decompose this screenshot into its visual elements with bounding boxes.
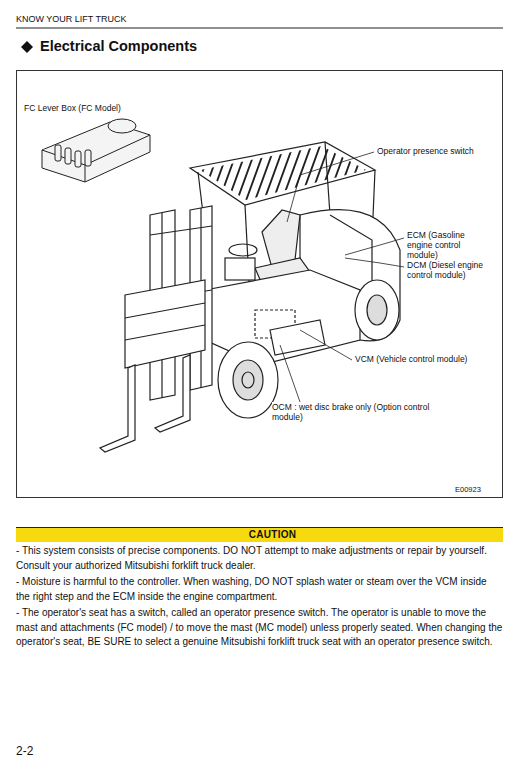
- header-rule: [16, 28, 503, 29]
- figure-frame: [17, 71, 503, 498]
- caution-note: - This system consists of precise compon…: [16, 544, 503, 573]
- fc-lever-box: [42, 119, 150, 182]
- running-header: KNOW YOUR LIFT TRUCK: [16, 14, 316, 25]
- page-title: Electrical Components: [40, 38, 197, 55]
- caution-heading: CAUTION: [16, 527, 503, 542]
- part-name: OCM : wet disc brake only (Option contro…: [272, 402, 432, 422]
- caution-box: CAUTION - This system consists of precise…: [16, 527, 503, 650]
- figure-code: E00923: [455, 486, 501, 495]
- caution-note: - The operator's seat has a switch, call…: [16, 606, 503, 650]
- part-name: Operator presence switch: [377, 146, 502, 156]
- title-bullet: [21, 41, 33, 53]
- part-name: VCM (Vehicle control module): [355, 354, 480, 364]
- part-name: ECM (Gasoline engine control module): [407, 230, 485, 260]
- leader-lines: [280, 152, 404, 402]
- part-name: FC Lever Box (FC Model): [24, 103, 184, 113]
- part-name: DCM (Diesel engine control module): [407, 260, 485, 280]
- caution-note: - Moisture is harmful to the controller.…: [16, 575, 503, 604]
- page-number: 2-2: [16, 744, 76, 758]
